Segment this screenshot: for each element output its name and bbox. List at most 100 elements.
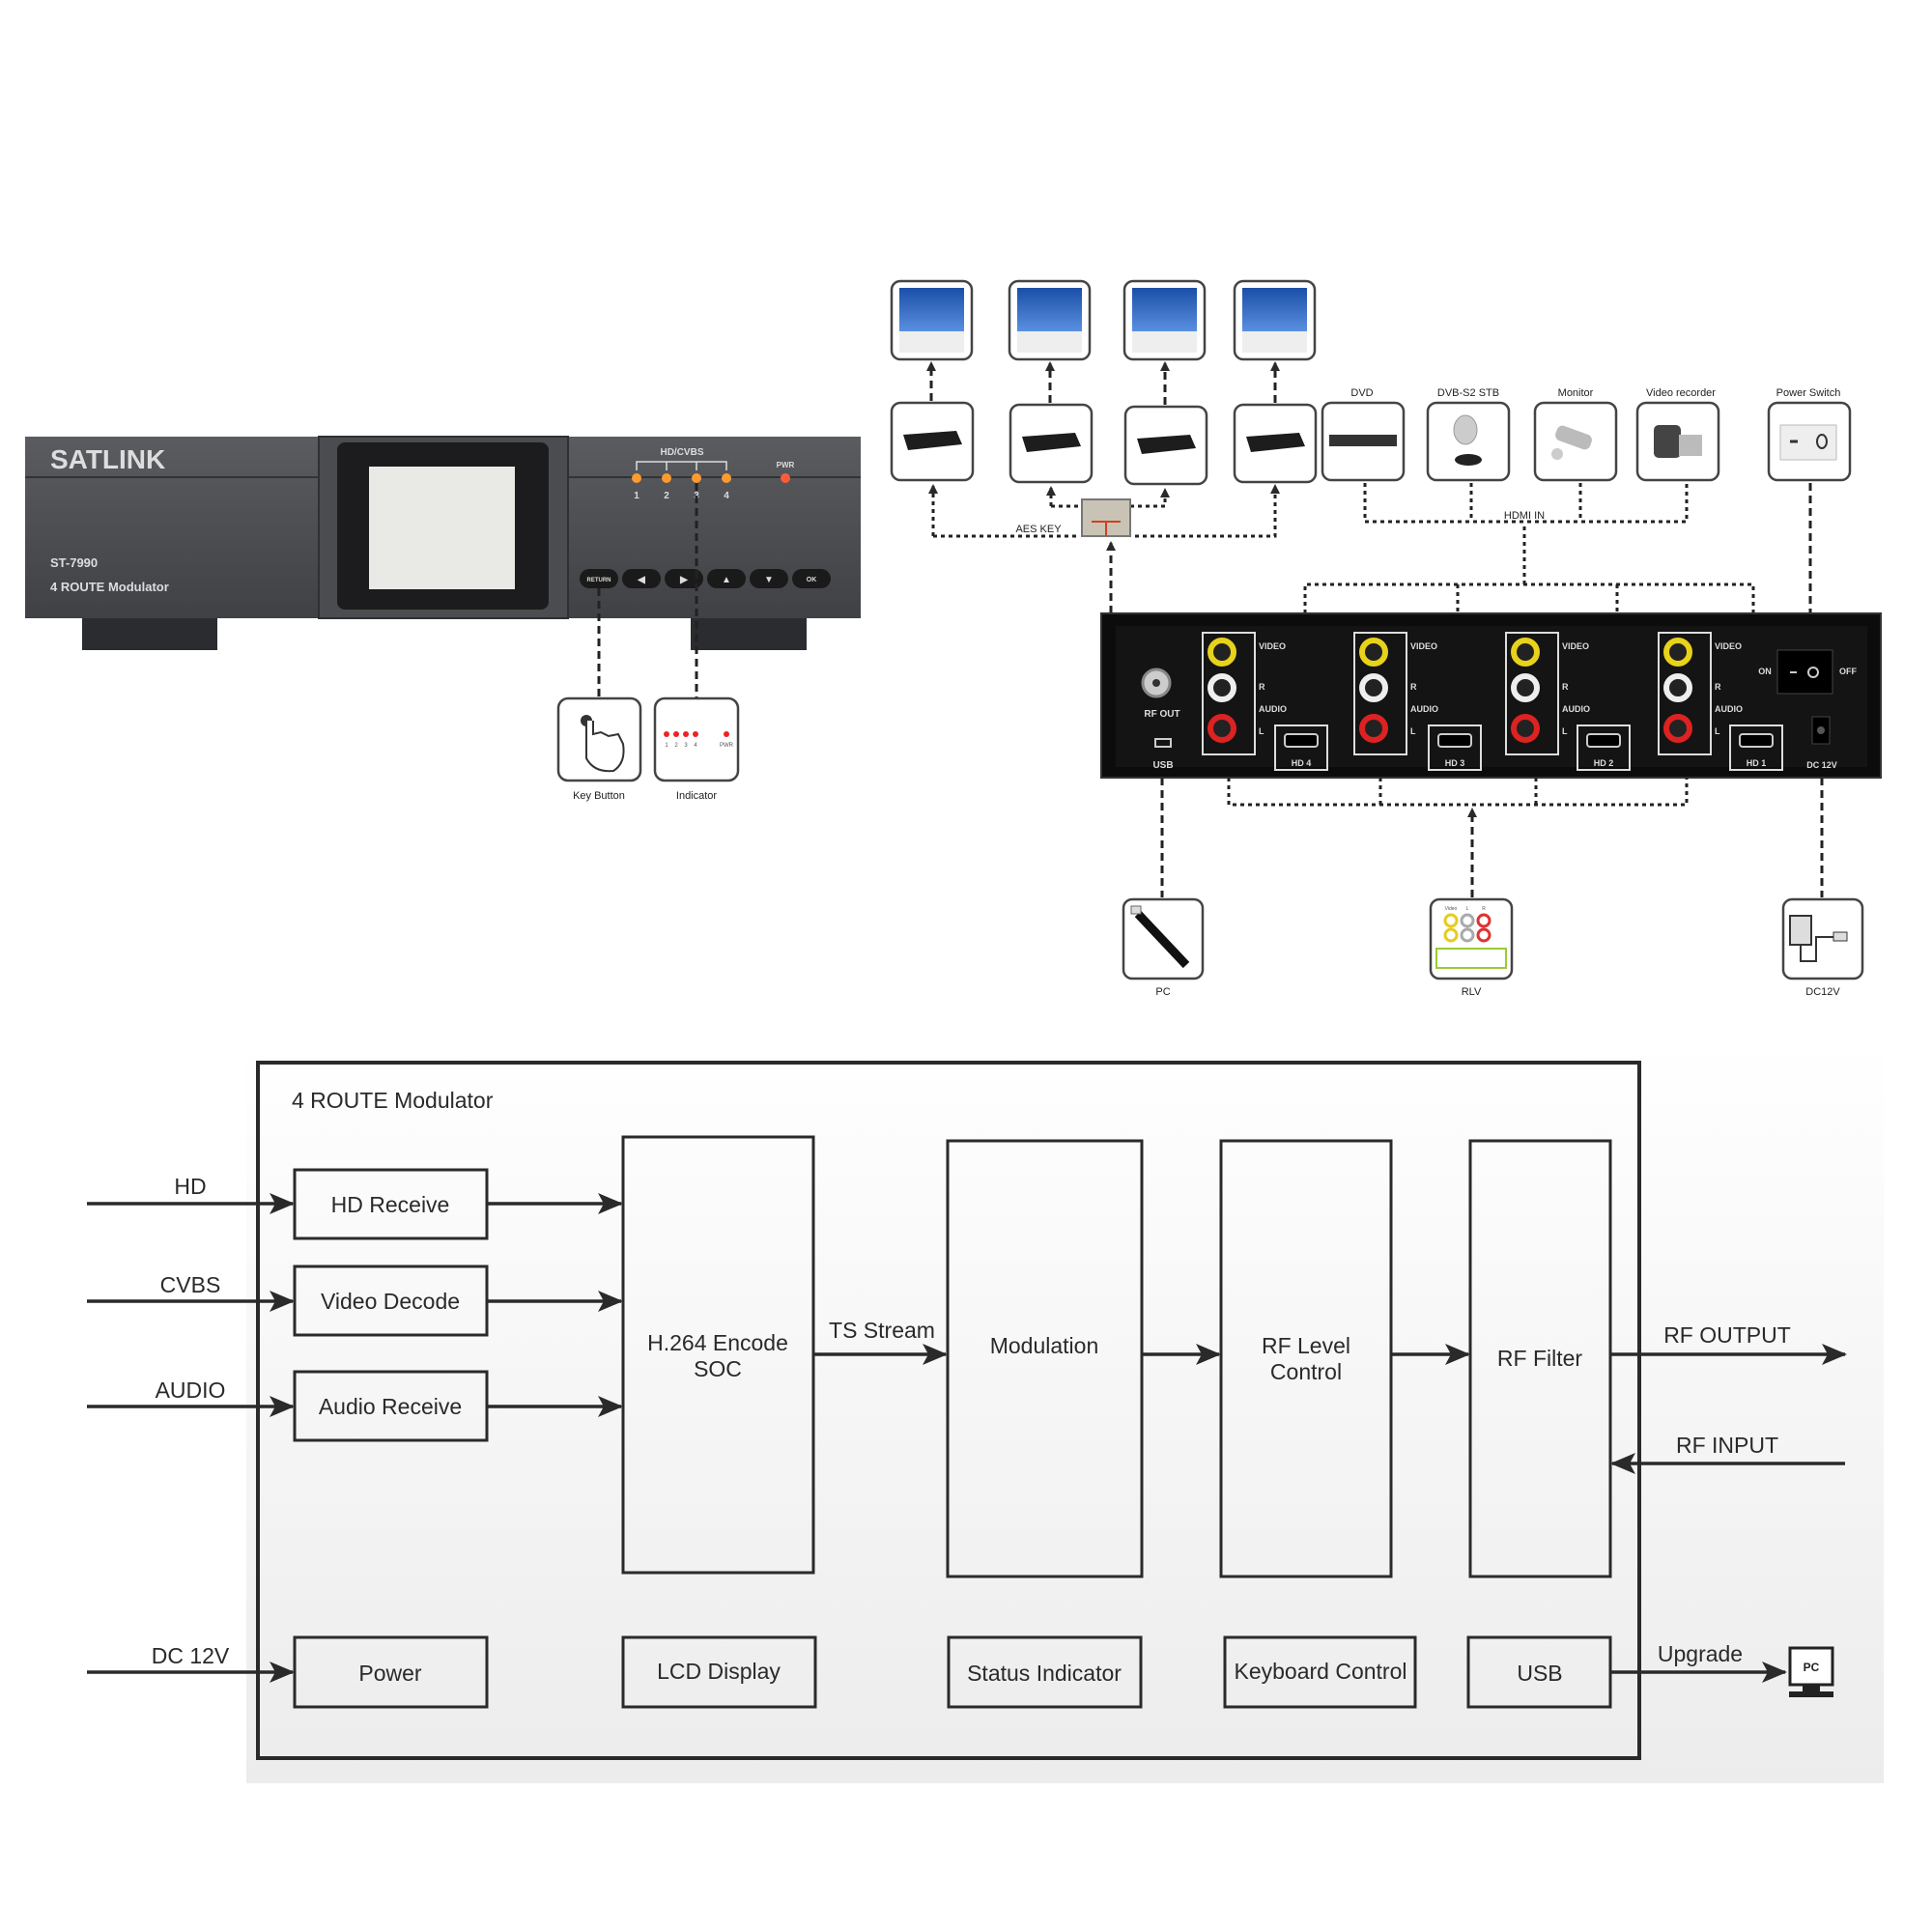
modulator-frame [256,1061,1641,1760]
hdmi-port[interactable]: HD 3 [1428,724,1482,771]
rca-audio-l-jack[interactable] [1663,714,1692,743]
rf-input-label: RF INPUT [1676,1433,1778,1458]
rca-label: R [1259,682,1265,692]
rca-video-jack[interactable] [1359,638,1388,667]
source-devices: DVD DVB-S2 STB Monitor Video recorder Po [1303,387,1852,613]
rca-label: L [1410,726,1416,736]
rca-audio-l-jack[interactable] [1511,714,1540,743]
block-power: Power [293,1635,489,1709]
led-number: 1 [634,491,639,501]
rca-label: AUDIO [1715,704,1743,714]
pc-device: PC [1122,897,1205,998]
pointing-hand-icon [581,715,625,773]
button-label: ▶ [679,575,689,585]
led-1 [632,473,641,483]
source-monitor: Monitor [1533,387,1618,482]
input-audio-label: AUDIO [156,1378,226,1403]
rca-audio-r-jack[interactable] [1663,673,1692,702]
hd-cvbs-label: HD/CVBS [660,447,703,458]
return-button[interactable]: RETURN [580,569,618,588]
rca-audio-l-jack[interactable] [1208,714,1236,743]
set-top-box-icon [1009,403,1094,484]
block-audio-receive: Audio Receive [293,1370,489,1442]
input-cvbs-label: CVBS [160,1272,221,1297]
right-button[interactable]: ▶ [665,569,703,588]
rca-label: R [1715,682,1721,692]
lcd-screen [369,467,515,589]
source-dvd: DVD [1321,387,1406,482]
indicator-number: 2 [674,743,678,749]
connection-diagram: AES KEY DVD DVB-S2 STB Monitor Video rec… [890,279,1882,998]
tv-icon [1008,279,1092,361]
pc-caption: PC [1155,986,1170,998]
satellite-dish-icon [1453,414,1482,466]
hdmi-port-label: HD 1 [1747,758,1767,768]
hdmi-port[interactable]: HD 1 [1729,724,1783,771]
foot-left [82,618,217,650]
front-unit: SATLINK ST-7990 4 ROUTE Modulator HD/CVB… [25,436,861,802]
rf-output-label: RF OUTPUT [1663,1322,1791,1348]
hdmi-port[interactable]: HD 4 [1274,724,1328,771]
hdmi-feed-lines [1303,526,1755,613]
rca-label: AUDIO [1562,704,1590,714]
receivers [890,401,1318,486]
down-button[interactable]: ▼ [750,569,788,588]
hdmi-port-label: HD 3 [1445,758,1465,768]
security-camera-icon [1551,425,1592,460]
set-top-box-icon [1123,405,1208,486]
dc12v-caption: DC12V [1805,986,1840,998]
left-button[interactable]: ◀ [622,569,661,588]
block-label: Video Decode [321,1289,460,1314]
block-keyboard-control: Keyboard Control [1223,1635,1417,1709]
rca-video-jack[interactable] [1663,638,1692,667]
hdmi-port[interactable]: HD 2 [1577,724,1631,771]
rca-label: AUDIO [1259,704,1287,714]
set-top-box-icon [890,401,975,482]
pc-icon-label: PC [1804,1661,1820,1674]
rlv-device: Video L R RLV [1429,897,1514,998]
rca-label: VIDEO [1410,641,1437,651]
block-label: H.264 Encode [647,1330,788,1355]
pwr-label: PWR [777,461,795,469]
led-number: 4 [724,491,729,501]
rca-video-jack[interactable] [1208,638,1236,667]
rca-label: R [1410,682,1417,692]
rca-video-jack[interactable] [1511,638,1540,667]
ok-button[interactable]: OK [792,569,831,588]
key-button-callout: Key Button [556,696,642,802]
jack-label: R [1482,906,1486,912]
dc-jack: DC 12V [1806,716,1837,770]
rf-out-connector: RF OUT [1141,668,1180,720]
rca-label: L [1259,726,1264,736]
dvd-player-icon [1329,435,1397,446]
block-label: HD Receive [331,1192,450,1217]
aes-key-label: AES KEY [1015,524,1062,535]
rca-bus [1227,778,1689,807]
jack-label: L [1466,906,1469,912]
usb-port: USB [1152,738,1174,771]
source-power-switch: Power Switch [1767,387,1852,482]
usb-label: USB [1152,760,1173,771]
on-label: ON [1758,667,1772,676]
hdmi-port-label: HD 4 [1292,758,1312,768]
rca-jacks-icon: Video L R [1435,906,1507,969]
rca-audio-r-jack[interactable] [1208,673,1236,702]
block-diagram-title: 4 ROUTE Modulator [292,1088,494,1113]
button-label: ▼ [764,575,774,585]
block-lcd-display: LCD Display [621,1635,817,1709]
model-number: ST-7990 [50,555,98,570]
up-button[interactable]: ▲ [707,569,746,588]
button-label: ◀ [637,575,645,585]
rca-audio-r-jack[interactable] [1359,673,1388,702]
indicator-number: 1 [665,743,668,749]
rca-audio-r-jack[interactable] [1511,673,1540,702]
block-label: Power [358,1661,422,1686]
off-label: OFF [1839,667,1857,676]
input-hd-label: HD [174,1174,206,1199]
foot-right [691,618,807,650]
indicator-number: 4 [694,743,697,749]
rca-audio-l-jack[interactable] [1359,714,1388,743]
